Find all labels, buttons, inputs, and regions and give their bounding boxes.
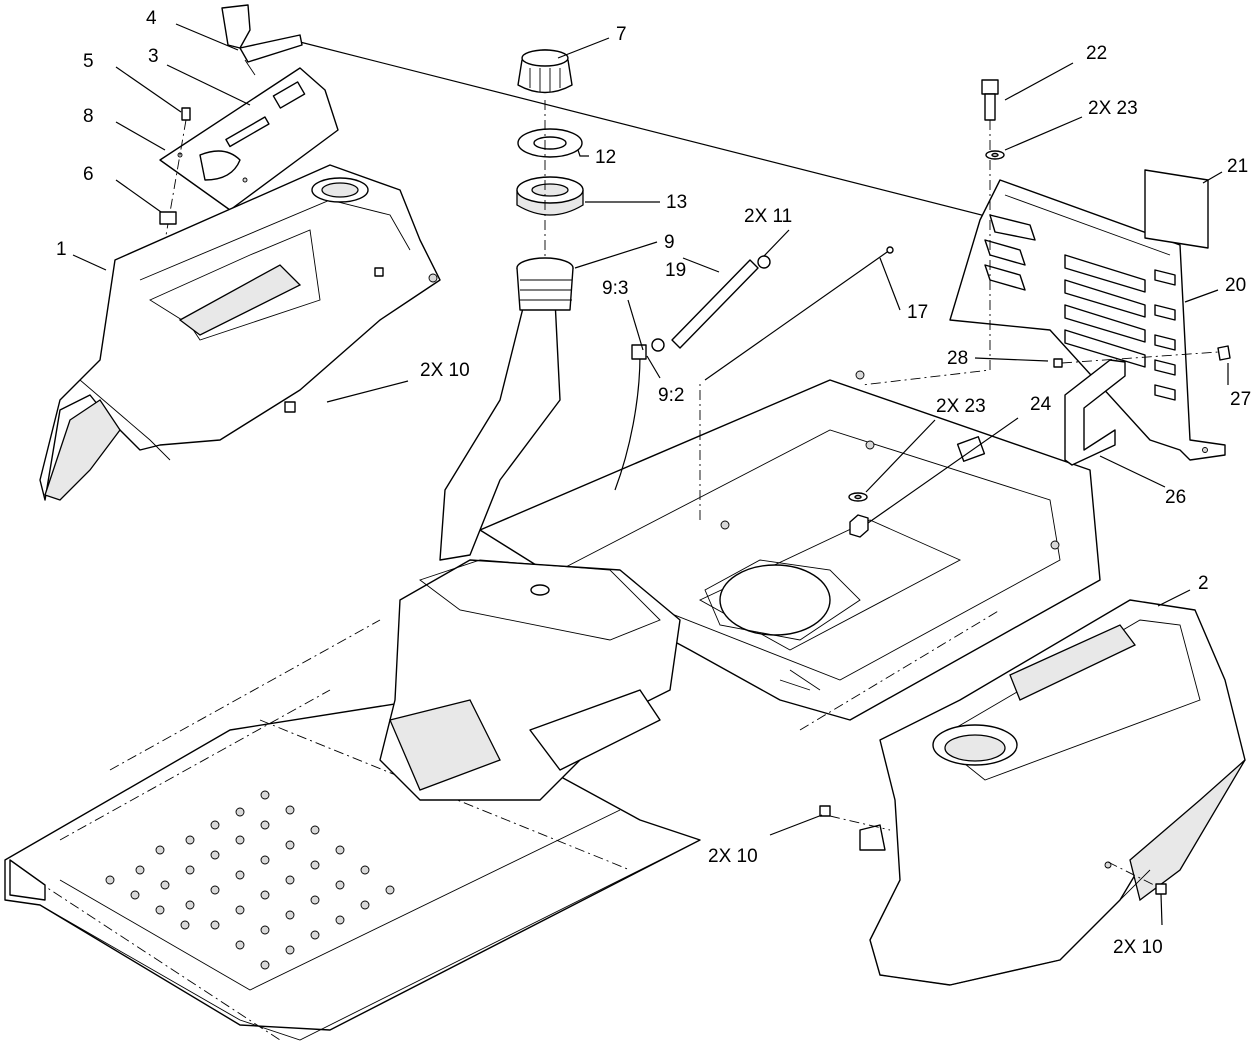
rod-17 — [704, 246, 894, 381]
callout-1: 1 — [56, 239, 67, 260]
callout-2: 2 — [1198, 573, 1209, 594]
fuel-cap-7 — [517, 49, 573, 94]
callout-21: 21 — [1227, 156, 1248, 177]
footrest-holes — [105, 790, 395, 970]
screw-10b — [819, 805, 891, 831]
callout-2x-23-mid: 2X 23 — [936, 396, 986, 417]
callout-2x-11: 2X 11 — [744, 206, 792, 227]
leader-lines — [72, 23, 1229, 926]
bracket-26 — [1064, 359, 1126, 466]
callout-5: 5 — [83, 51, 94, 72]
callout-4: 4 — [146, 8, 157, 29]
callout-27: 27 — [1230, 389, 1251, 410]
gasket-12 — [517, 128, 583, 158]
main-frame-pan — [479, 370, 1101, 731]
bolt-22 — [861, 79, 999, 386]
washer-23a — [985, 150, 1005, 160]
callout-9: 9 — [664, 232, 675, 253]
callout-22: 22 — [1086, 43, 1107, 64]
callout-28: 28 — [947, 348, 968, 369]
callout-3: 3 — [148, 46, 159, 67]
callout-17: 17 — [907, 302, 928, 323]
callout-2x-10-right: 2X 10 — [1113, 937, 1163, 958]
shift-knob-4 — [221, 4, 303, 76]
callout-20: 20 — [1225, 275, 1246, 296]
cable-4 — [299, 41, 1081, 241]
heat-shield-20 — [949, 179, 1226, 461]
grommet-13 — [516, 176, 584, 216]
callout-6: 6 — [83, 164, 94, 185]
decal-21 — [1144, 169, 1209, 249]
left-console-1 — [39, 164, 441, 501]
callout-12: 12 — [595, 147, 616, 168]
callout-2x-10-center: 2X 10 — [708, 846, 758, 867]
screw-27 — [1061, 345, 1231, 364]
callout-9-2: 9:2 — [658, 385, 684, 406]
callout-9-3: 9:3 — [602, 278, 628, 299]
screw-10a — [284, 401, 296, 413]
nut-24 — [849, 514, 869, 538]
clip-6 — [159, 211, 177, 225]
right-fender-2 — [859, 599, 1246, 986]
callout-19: 19 — [665, 260, 686, 281]
callout-24: 24 — [1030, 394, 1052, 415]
fuel-tank — [379, 559, 681, 801]
callout-8: 8 — [83, 106, 94, 127]
callout-7: 7 — [616, 24, 627, 45]
nut-28 — [1053, 358, 1063, 368]
callout-26: 26 — [1165, 487, 1186, 508]
callout-2x-10-left: 2X 10 — [420, 360, 470, 381]
filler-neck-9 — [439, 257, 574, 561]
callout-labels: 4 5 3 8 6 1 7 12 13 9 2X 11 19 17 9:3 9:… — [56, 8, 1251, 958]
control-panel-3 — [159, 67, 339, 211]
hose-fittings — [614, 255, 771, 491]
callout-13: 13 — [666, 192, 687, 213]
callout-2x-23-top: 2X 23 — [1088, 98, 1138, 119]
washer-23b — [848, 492, 868, 502]
